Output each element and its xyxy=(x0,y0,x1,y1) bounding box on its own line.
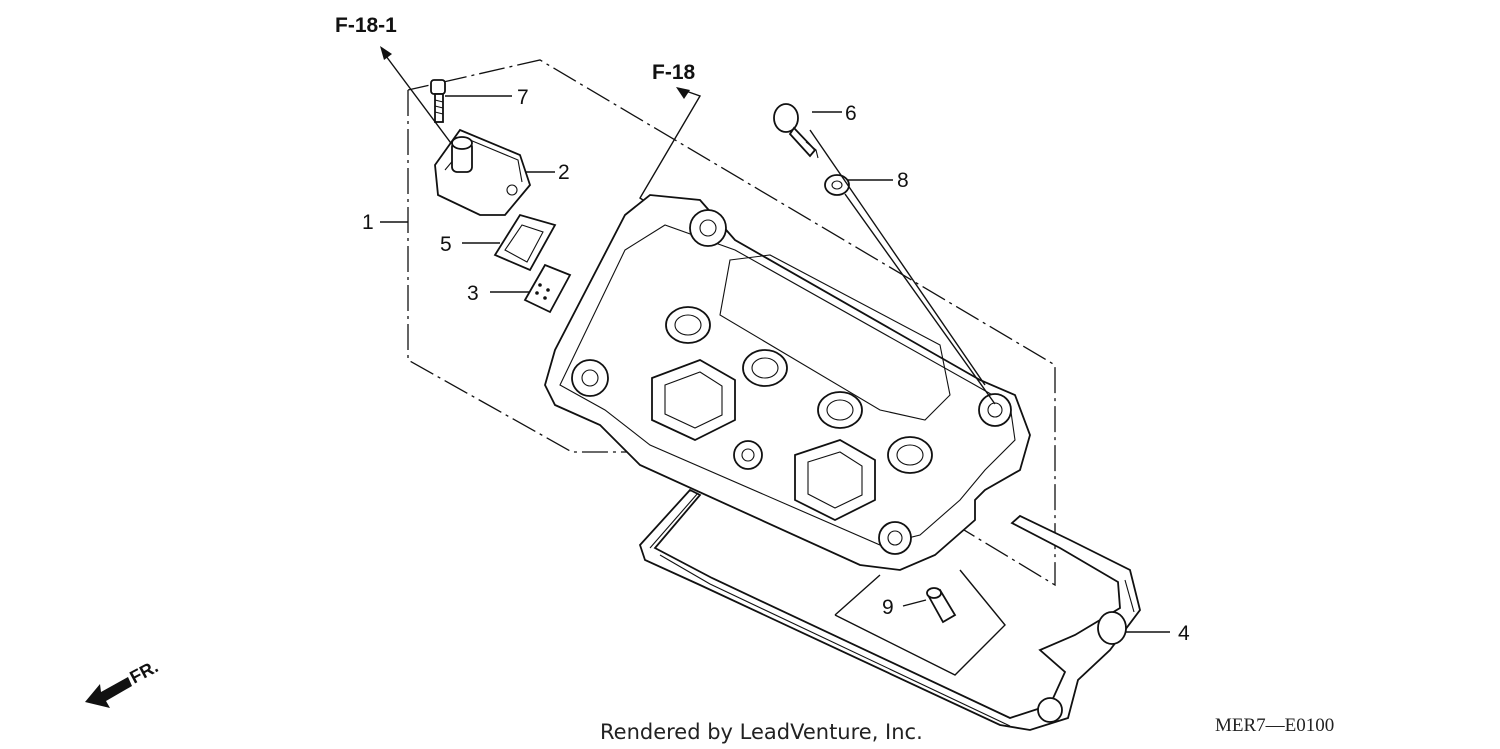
callout-9: 9 xyxy=(882,596,894,619)
callout-1: 1 xyxy=(362,211,374,234)
rubber-damper xyxy=(523,263,572,314)
front-indicator-label: FR. xyxy=(126,656,161,687)
front-direction-arrow-icon xyxy=(85,677,132,708)
diagram-code: MER7—E0100 xyxy=(1215,715,1334,736)
reference-label-f18: F-18 xyxy=(652,61,696,84)
reference-label-f18-1: F-18-1 xyxy=(335,14,397,37)
cover-bolt xyxy=(773,103,819,159)
callout-4: 4 xyxy=(1178,622,1190,645)
cylinder-head-cover-gasket xyxy=(638,488,1141,731)
callout-7: 7 xyxy=(517,86,529,109)
credit-text: Rendered by LeadVenture, Inc. xyxy=(600,720,923,744)
coil-bolt xyxy=(430,79,446,123)
cylinder-head-cover xyxy=(544,194,1031,571)
coil-seal xyxy=(493,213,557,272)
assembly-outline xyxy=(407,59,1056,587)
callout-2: 2 xyxy=(558,161,570,184)
cover-washer xyxy=(809,129,996,405)
callout-5: 5 xyxy=(440,233,452,256)
dowel-pin xyxy=(834,569,1006,676)
callout-8: 8 xyxy=(897,169,909,192)
callout-6: 6 xyxy=(845,102,857,125)
callout-3: 3 xyxy=(467,282,479,305)
ignition-coil xyxy=(434,128,532,216)
